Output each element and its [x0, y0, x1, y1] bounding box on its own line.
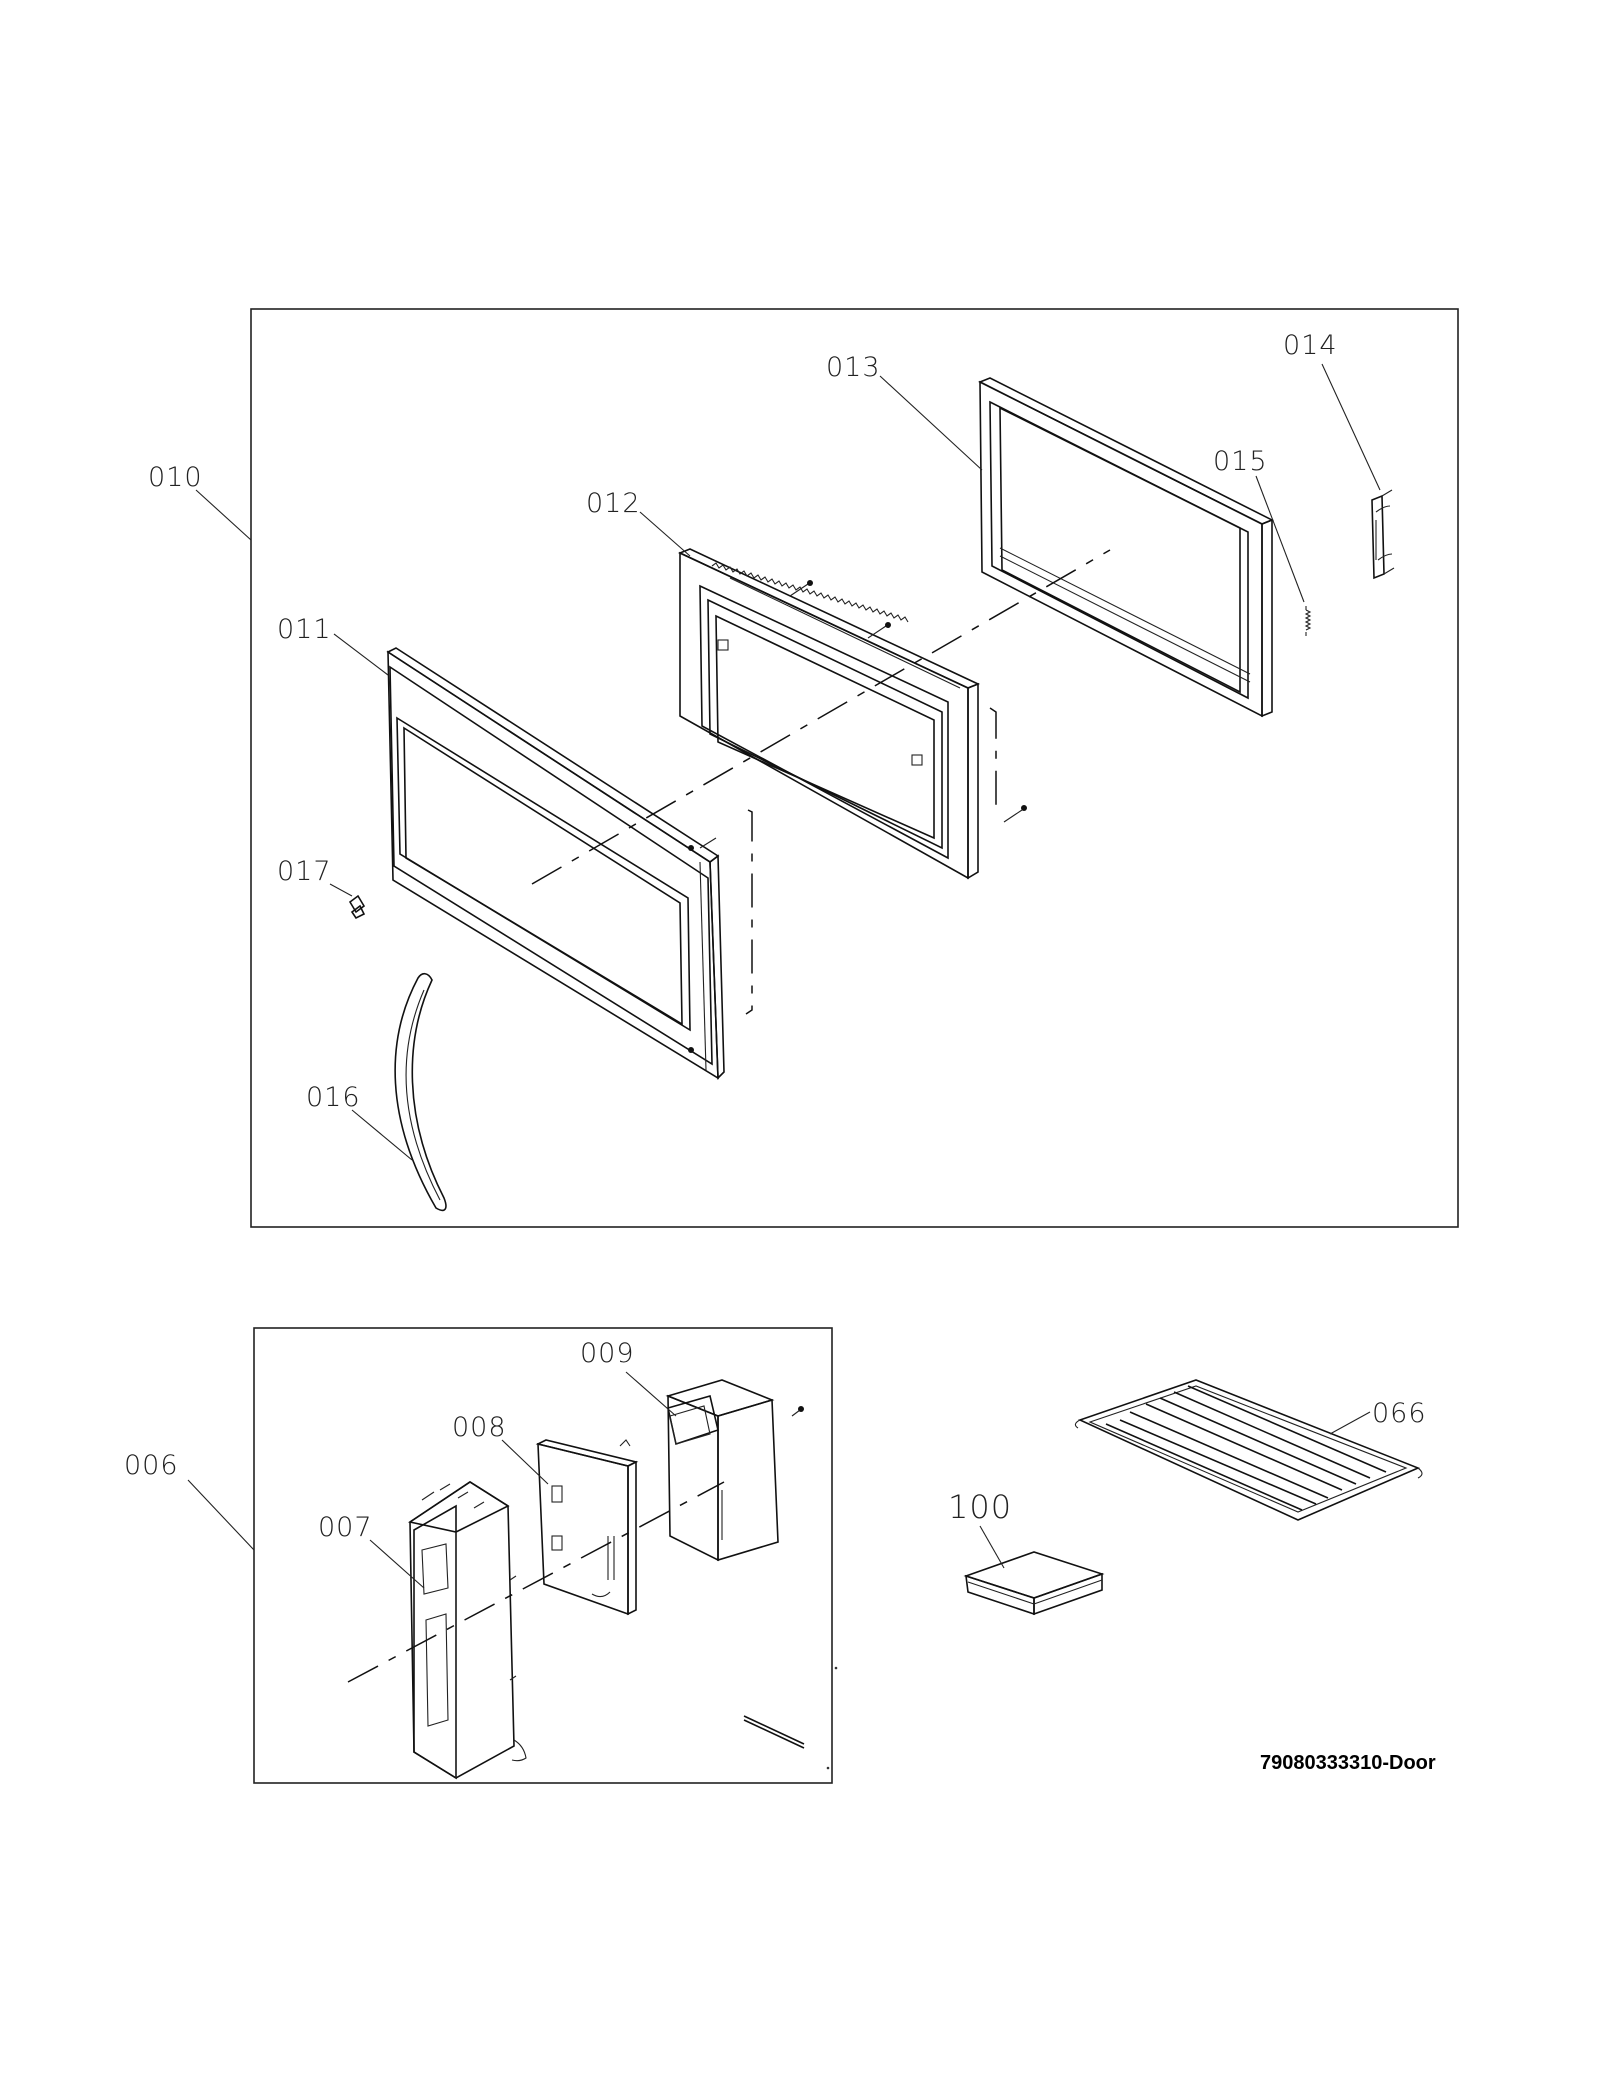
screws-012	[789, 580, 1027, 823]
callout-009[interactable]: 009	[580, 1338, 677, 1417]
door-hinge-014[interactable]	[1371, 489, 1395, 580]
door-spring-015[interactable]	[1304, 606, 1312, 636]
callout-007[interactable]: 007	[318, 1512, 425, 1589]
door-handle-016[interactable]	[394, 972, 447, 1212]
control-rod	[743, 1715, 805, 1749]
callout-011[interactable]: 011	[277, 614, 389, 676]
svg-text:100: 100	[948, 1488, 1012, 1526]
svg-text:007: 007	[318, 1512, 373, 1543]
door-assembly-frame	[250, 308, 1459, 1228]
callout-013[interactable]: 013	[826, 352, 983, 471]
control-panel-front-007[interactable]	[407, 1481, 527, 1780]
callout-006[interactable]: 006	[124, 1450, 255, 1551]
control-module-009[interactable]	[665, 1379, 804, 1562]
callout-010[interactable]: 010	[148, 462, 252, 541]
document-id-label: 79080333310-Door	[1260, 1752, 1436, 1774]
speck	[826, 1766, 830, 1770]
callout-016[interactable]: 016	[306, 1082, 413, 1161]
svg-text:008: 008	[452, 1412, 507, 1443]
assembly-centerlines-upper	[531, 549, 1111, 1015]
svg-text:013: 013	[826, 352, 881, 383]
control-bracket-008[interactable]	[535, 1439, 639, 1616]
callout-015[interactable]: 015	[1213, 446, 1305, 603]
control-panel-assembly-frame	[253, 1327, 833, 1784]
door-clip-017[interactable]	[348, 894, 366, 920]
callout-100[interactable]: 100	[948, 1488, 1012, 1569]
callout-014[interactable]: 014	[1283, 330, 1381, 491]
glass-frame-013[interactable]	[978, 377, 1274, 718]
svg-text:017: 017	[277, 856, 332, 887]
svg-text:012: 012	[586, 488, 641, 519]
callout-012[interactable]: 012	[586, 488, 691, 557]
choke-teeth	[711, 562, 961, 689]
callout-066[interactable]: 066	[1329, 1398, 1427, 1435]
svg-text:006: 006	[124, 1450, 179, 1481]
callout-008[interactable]: 008	[452, 1412, 549, 1485]
speck	[834, 1666, 838, 1670]
assembly-centerline-lower	[347, 1481, 725, 1683]
accessory-pack-100[interactable]	[963, 1551, 1105, 1616]
svg-text:016: 016	[306, 1082, 361, 1113]
svg-text:015: 015	[1213, 446, 1268, 477]
svg-text:011: 011	[277, 614, 332, 645]
svg-text:066: 066	[1372, 1398, 1427, 1429]
svg-text:014: 014	[1283, 330, 1338, 361]
door-front-panel-011[interactable]	[386, 647, 725, 1080]
wire-rack-066[interactable]	[1074, 1379, 1423, 1521]
callout-017[interactable]: 017	[277, 856, 353, 897]
svg-text:009: 009	[580, 1338, 635, 1369]
inner-door-frame-012[interactable]	[677, 548, 1027, 880]
svg-text:010: 010	[148, 462, 203, 493]
